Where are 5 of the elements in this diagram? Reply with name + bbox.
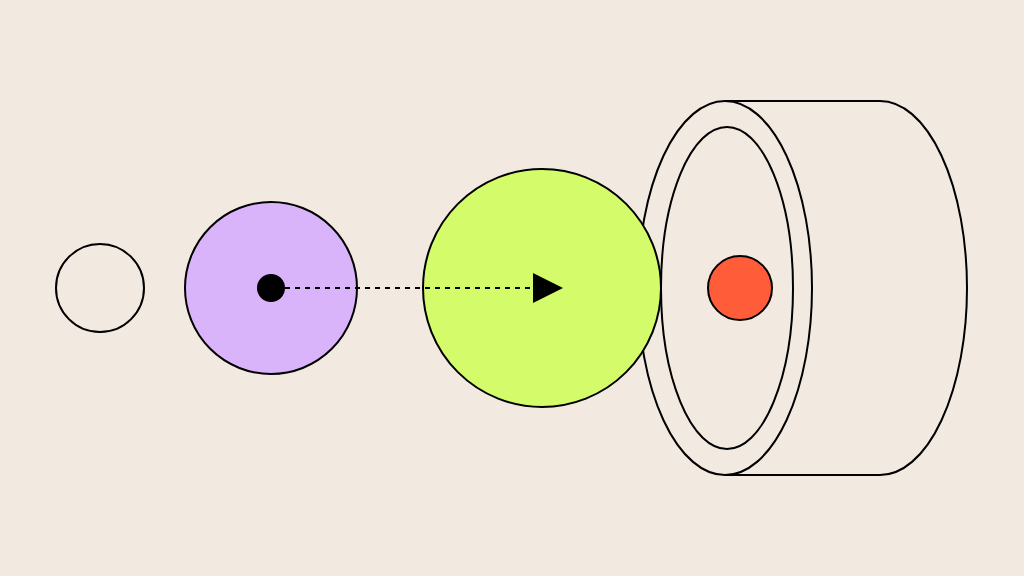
outline-circle [55, 243, 145, 333]
large-circle [184, 201, 358, 375]
dashed-arrow [284, 273, 564, 303]
large-circle [422, 168, 662, 408]
small-circle [707, 255, 773, 321]
